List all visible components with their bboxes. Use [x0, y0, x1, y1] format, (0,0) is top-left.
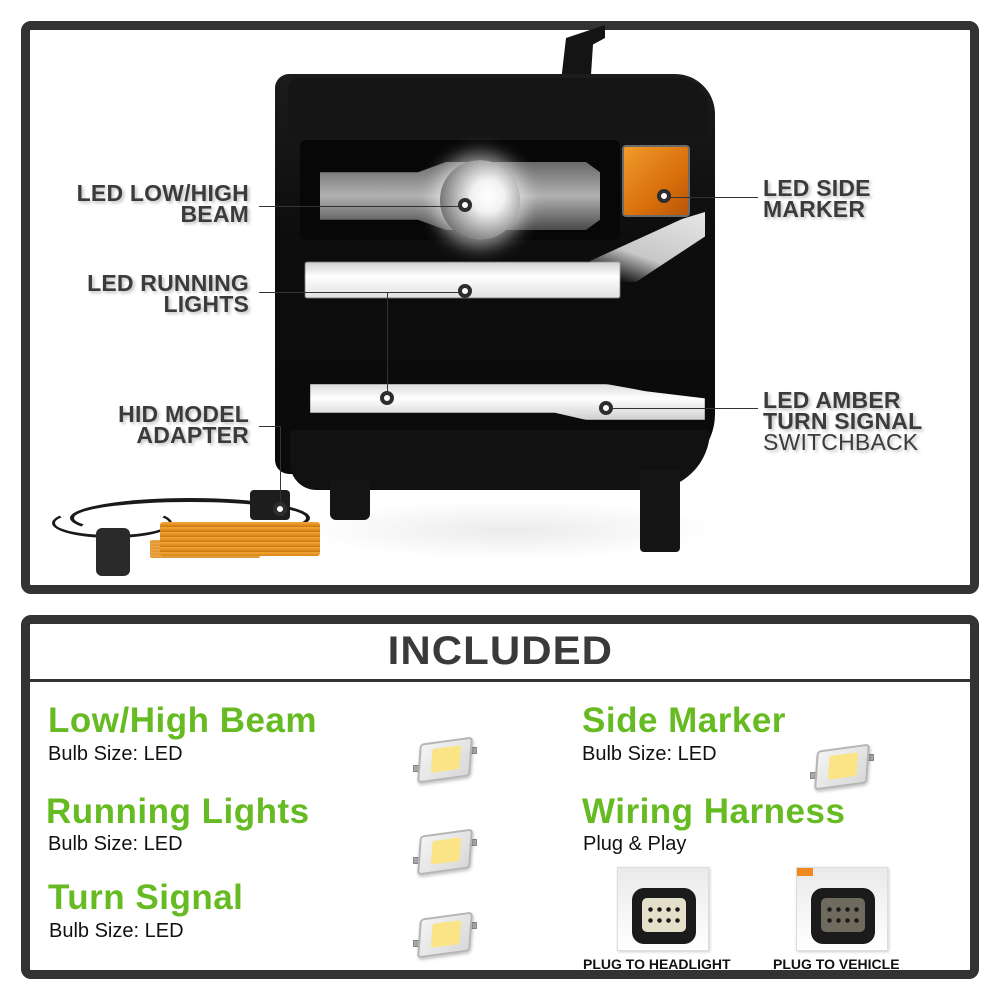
leader-line	[259, 206, 459, 207]
mount-bracket-right	[640, 470, 680, 552]
callout-side-marker: LED SIDE MARKER	[763, 175, 871, 222]
item-title-low-high-beam: Low/High Beam	[48, 701, 318, 740]
callout-dot-icon	[380, 391, 394, 405]
callout-dot-icon	[458, 198, 472, 212]
plug-caption-vehicle: PLUG TO VEHICLE	[773, 956, 900, 972]
item-title-side-marker: Side Marker	[582, 701, 786, 740]
item-title-wiring-harness: Wiring Harness	[582, 792, 846, 831]
led-chip-icon	[413, 911, 477, 959]
item-subtitle: Bulb Size: LED	[48, 743, 183, 765]
amber-side-marker-lens	[622, 145, 690, 217]
callout-line1: HID MODEL	[118, 401, 249, 427]
mount-bracket-left	[330, 480, 370, 520]
callout-line1: LED RUNNING	[87, 270, 249, 296]
harness-connector-icon	[96, 528, 130, 576]
included-header: INCLUDED	[30, 624, 970, 682]
vehicle-connector-icon	[796, 867, 888, 951]
item-subtitle: Bulb Size: LED	[582, 743, 717, 765]
callout-line3: SWITCHBACK	[763, 429, 919, 455]
callout-dot-icon	[599, 401, 613, 415]
callout-line2: LIGHTS	[163, 291, 249, 317]
callout-turn-signal: LED AMBER TURN SIGNAL SWITCHBACK	[763, 387, 923, 455]
callout-dot-icon	[657, 189, 671, 203]
led-chip-icon	[413, 828, 477, 876]
item-subtitle: Plug & Play	[583, 833, 687, 855]
led-chip-icon	[810, 743, 874, 791]
leader-line	[280, 426, 281, 506]
callout-line1: LED LOW/HIGH	[76, 180, 249, 206]
leader-line	[387, 292, 388, 398]
led-chip-icon	[413, 736, 477, 784]
item-subtitle: Bulb Size: LED	[49, 920, 184, 942]
callout-line2: MARKER	[763, 196, 866, 222]
leader-line	[259, 292, 459, 293]
housing-upper-bezel	[288, 78, 708, 138]
item-title-turn-signal: Turn Signal	[48, 878, 244, 917]
callout-dot-icon	[273, 502, 287, 516]
leader-line	[664, 197, 758, 198]
callout-hid-adapter: HID MODEL ADAPTER	[40, 401, 249, 448]
callout-dot-icon	[458, 284, 472, 298]
headlight-connector-icon	[617, 867, 709, 951]
item-subtitle: Bulb Size: LED	[48, 833, 183, 855]
callout-running-lights: LED RUNNING LIGHTS	[40, 270, 249, 317]
included-title: INCLUDED	[387, 629, 613, 673]
load-resistor	[160, 522, 320, 556]
callout-line1: LED AMBER	[763, 387, 901, 413]
plug-caption-headlight: PLUG TO HEADLIGHT	[583, 956, 731, 972]
included-panel: INCLUDED Low/High Beam Bulb Size: LED Ru…	[21, 615, 979, 979]
leader-line	[612, 408, 758, 409]
leader-line	[259, 426, 280, 427]
projector-lens-icon	[440, 160, 520, 240]
item-title-running-lights: Running Lights	[46, 792, 310, 831]
callout-low-high-beam: LED LOW/HIGH BEAM	[40, 180, 249, 227]
callout-line2: ADAPTER	[136, 422, 249, 448]
callout-line2: TURN SIGNAL	[763, 408, 923, 434]
callout-line2: BEAM	[180, 201, 249, 227]
callout-line1: LED SIDE	[763, 175, 871, 201]
